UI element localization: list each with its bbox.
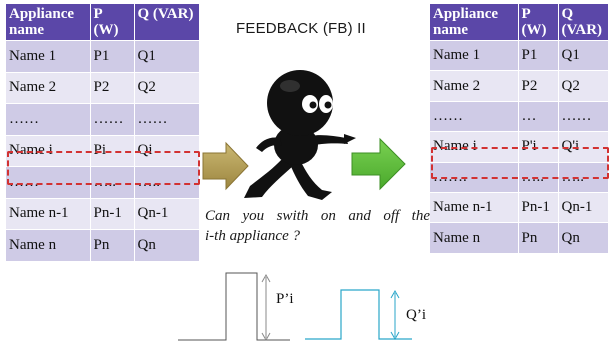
table-row: …… …… …… bbox=[6, 103, 199, 136]
cell-p: ….. bbox=[90, 166, 135, 199]
cell-name: Name n-1 bbox=[6, 198, 91, 230]
cell-name: Name 2 bbox=[6, 72, 91, 104]
cell-p: P1 bbox=[90, 40, 135, 73]
header-p: P (W) bbox=[518, 4, 559, 41]
cell-p: P1 bbox=[518, 40, 559, 72]
cell-name: Name n bbox=[430, 222, 519, 254]
table-header-row: Appliance name P (W) Q (VAR) bbox=[430, 4, 608, 41]
table-row: Name n-1 Pn-1 Qn-1 bbox=[430, 192, 608, 224]
pulse-q-label: Q’i bbox=[406, 307, 426, 323]
cell-q: Qi bbox=[134, 135, 199, 167]
cell-q: Qn bbox=[134, 229, 199, 262]
cell-name: …… bbox=[6, 166, 91, 199]
pulse-p-icon bbox=[178, 272, 290, 341]
table-row: Name n-1 Pn-1 Qn-1 bbox=[6, 198, 199, 230]
cell-q: Q2 bbox=[558, 70, 608, 102]
table-row: Name 1 P1 Q1 bbox=[6, 40, 199, 73]
appliance-table-after: Appliance name P (W) Q (VAR) Name 1 P1 Q… bbox=[430, 4, 608, 254]
table-row: Name n Pn Qn bbox=[6, 229, 199, 262]
cell-q: Q1 bbox=[134, 40, 199, 73]
cell-name: Name i bbox=[6, 135, 91, 167]
cell-q: ….. bbox=[134, 166, 199, 199]
table-row-selected: Name i Pi Qi bbox=[6, 135, 199, 167]
cell-name: …… bbox=[430, 101, 519, 133]
cell-p: P2 bbox=[518, 70, 559, 102]
cell-p: Pn bbox=[518, 222, 559, 254]
header-appliance-name: Appliance name bbox=[430, 4, 519, 41]
cell-q: Qn-1 bbox=[134, 198, 199, 230]
cell-q: …… bbox=[134, 103, 199, 136]
arrow-right-icon bbox=[202, 141, 249, 191]
double-arrow-q-icon bbox=[390, 289, 400, 341]
table-row: …… … …… bbox=[430, 101, 608, 133]
cell-q: Q2 bbox=[134, 72, 199, 104]
double-arrow-p-icon bbox=[261, 273, 271, 342]
header-q: Q (VAR) bbox=[558, 4, 608, 41]
table-row-selected: Name i P'i Q'i bbox=[430, 131, 608, 163]
cell-q: …… bbox=[558, 101, 608, 133]
table-row: Name 2 P2 Q2 bbox=[6, 72, 199, 104]
cell-q: Qn bbox=[558, 222, 608, 254]
pulse-p-label: P’i bbox=[276, 291, 294, 307]
table-row: Name 1 P1 Q1 bbox=[430, 40, 608, 72]
cell-p: P2 bbox=[90, 72, 135, 104]
cell-name: Name 1 bbox=[430, 40, 519, 72]
table-row: Name n Pn Qn bbox=[430, 222, 608, 254]
pointing-figure-icon bbox=[244, 70, 356, 200]
diagram-title: FEEDBACK (FB) II bbox=[236, 20, 366, 37]
pulse-q-icon bbox=[305, 289, 412, 340]
header-p: P (W) bbox=[90, 4, 135, 41]
cell-name: Name n-1 bbox=[430, 192, 519, 224]
arrow-right-icon bbox=[351, 137, 406, 191]
cell-p: … bbox=[518, 101, 559, 133]
cell-p: Pn-1 bbox=[90, 198, 135, 230]
header-q: Q (VAR) bbox=[134, 4, 199, 41]
cell-p: …… bbox=[90, 103, 135, 136]
cell-p: Pn-1 bbox=[518, 192, 559, 224]
table-header-row: Appliance name P (W) Q (VAR) bbox=[6, 4, 199, 41]
question-line-1: Can you swith on and off the bbox=[205, 208, 430, 224]
cell-p: Pi bbox=[90, 135, 135, 167]
question-line-2: i-th appliance ? bbox=[205, 228, 300, 244]
appliance-table-before: Appliance name P (W) Q (VAR) Name 1 P1 Q… bbox=[6, 4, 199, 262]
cell-name: …… bbox=[6, 103, 91, 136]
question-text: Can you swith on and off the i-th applia… bbox=[205, 206, 430, 246]
cell-p: Pn bbox=[90, 229, 135, 262]
cell-q: Q1 bbox=[558, 40, 608, 72]
table-row: …… ….. ….. bbox=[6, 166, 199, 199]
table-row: Name 2 P2 Q2 bbox=[430, 70, 608, 102]
cell-name: Name 1 bbox=[6, 40, 91, 73]
cell-p: P'i bbox=[518, 131, 559, 163]
cell-name: Name 2 bbox=[430, 70, 519, 102]
cell-name: Name n bbox=[6, 229, 91, 262]
cell-q: Qn-1 bbox=[558, 192, 608, 224]
header-appliance-name: Appliance name bbox=[6, 4, 91, 41]
